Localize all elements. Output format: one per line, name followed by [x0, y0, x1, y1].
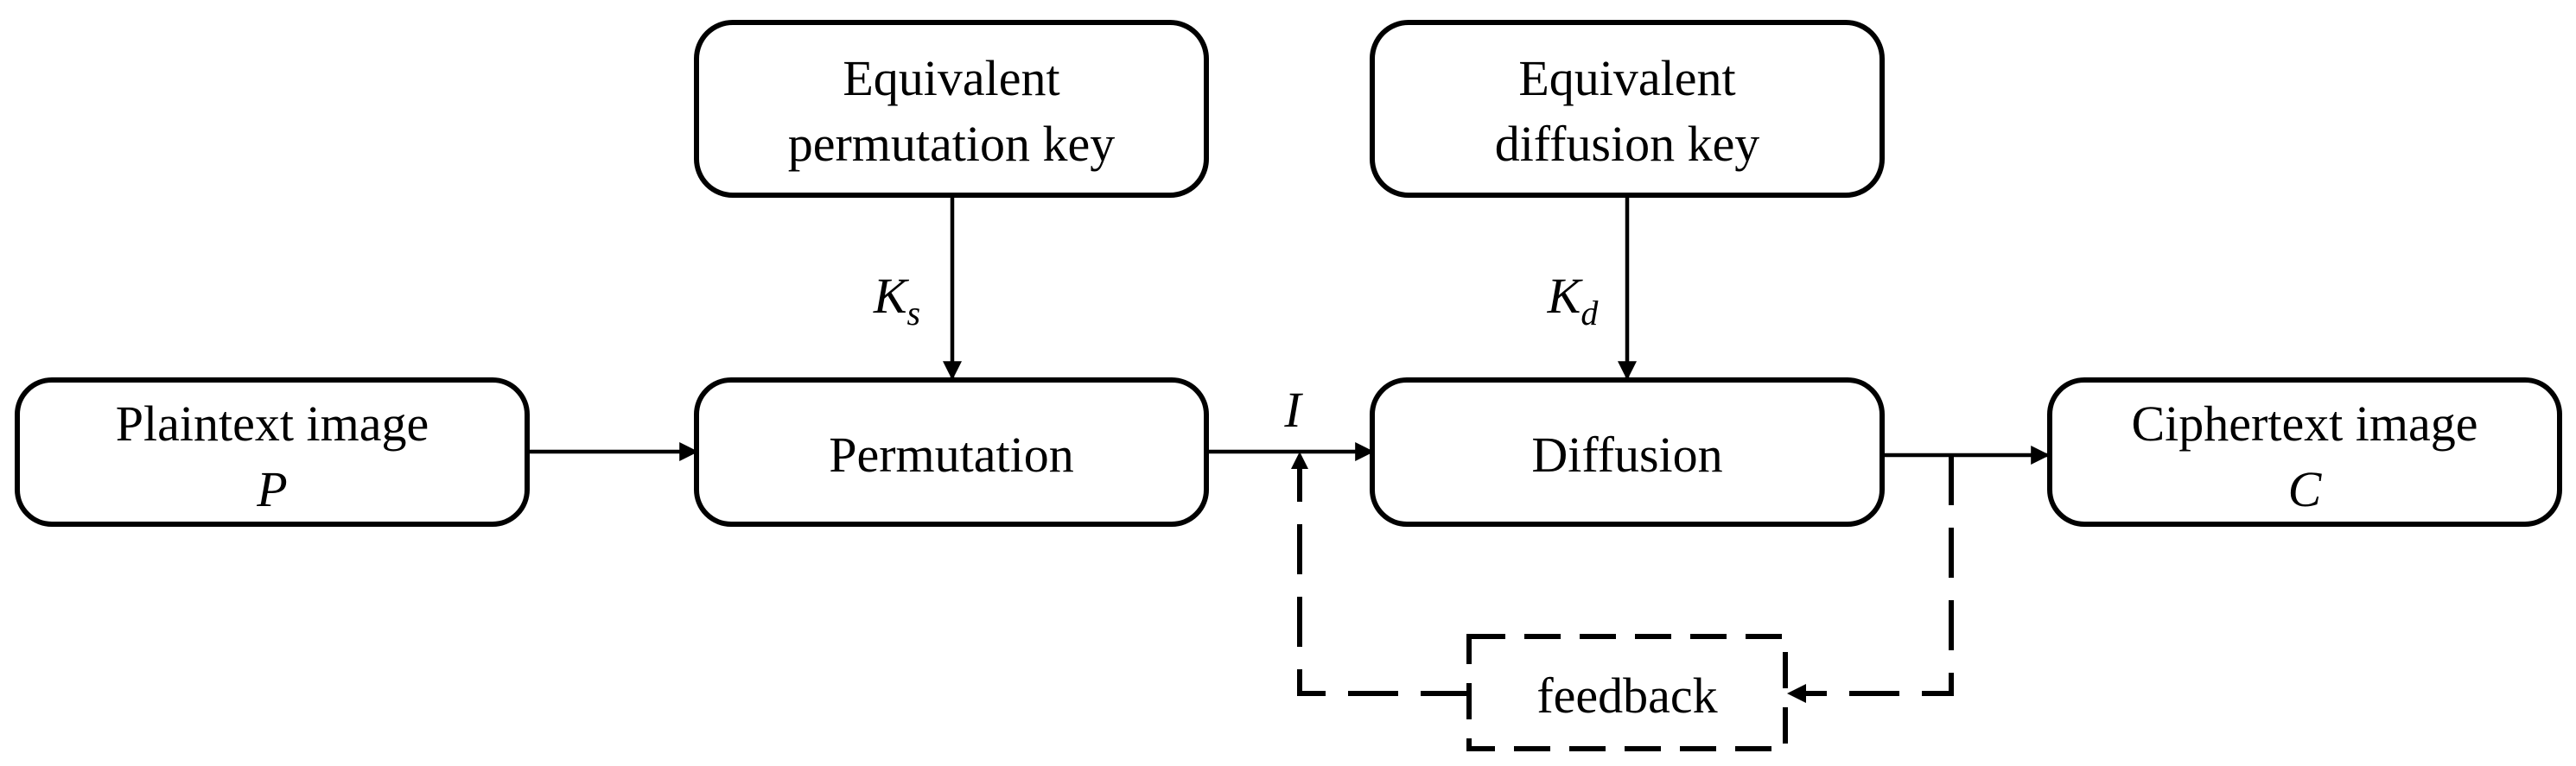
kd-subscript: d	[1581, 294, 1599, 332]
feedback-arrowhead-up	[1291, 452, 1308, 469]
diffusion-key-box	[1370, 20, 1885, 198]
feedback-arrowhead-in	[1787, 684, 1806, 703]
permutation-key-line1: Equivalent	[843, 50, 1059, 106]
diffusion-label: Diffusion	[1531, 427, 1722, 483]
intermediate-image-label: I	[1283, 382, 1303, 438]
plaintext-image-symbol: P	[256, 461, 287, 517]
ks-base: K	[873, 268, 910, 324]
diffusion-box	[1370, 377, 1885, 527]
permutation-key-line2: permutation key	[788, 116, 1116, 172]
ks-label: Ks	[873, 268, 920, 332]
ciphertext-image-label: Ciphertext image	[2131, 396, 2477, 452]
kd-base: K	[1547, 268, 1584, 324]
diffusion-key-line2: diffusion key	[1495, 116, 1760, 172]
feedback-path-out	[1796, 455, 1954, 696]
ciphertext-image-box	[2047, 377, 2562, 527]
permutation-key-box	[694, 20, 1209, 198]
feedback-label: feedback	[1536, 668, 1717, 724]
diffusion-key-line1: Equivalent	[1518, 50, 1735, 106]
ks-subscript: s	[907, 294, 921, 332]
ciphertext-image-symbol: C	[2288, 461, 2323, 517]
plaintext-image-label: Plaintext image	[116, 396, 429, 452]
plaintext-image-box	[15, 377, 530, 527]
permutation-label: Permutation	[829, 427, 1074, 483]
feedback-path-back	[1297, 466, 1471, 696]
permutation-box	[694, 377, 1209, 527]
kd-label: Kd	[1547, 268, 1600, 332]
feedback-box	[1466, 634, 1788, 751]
